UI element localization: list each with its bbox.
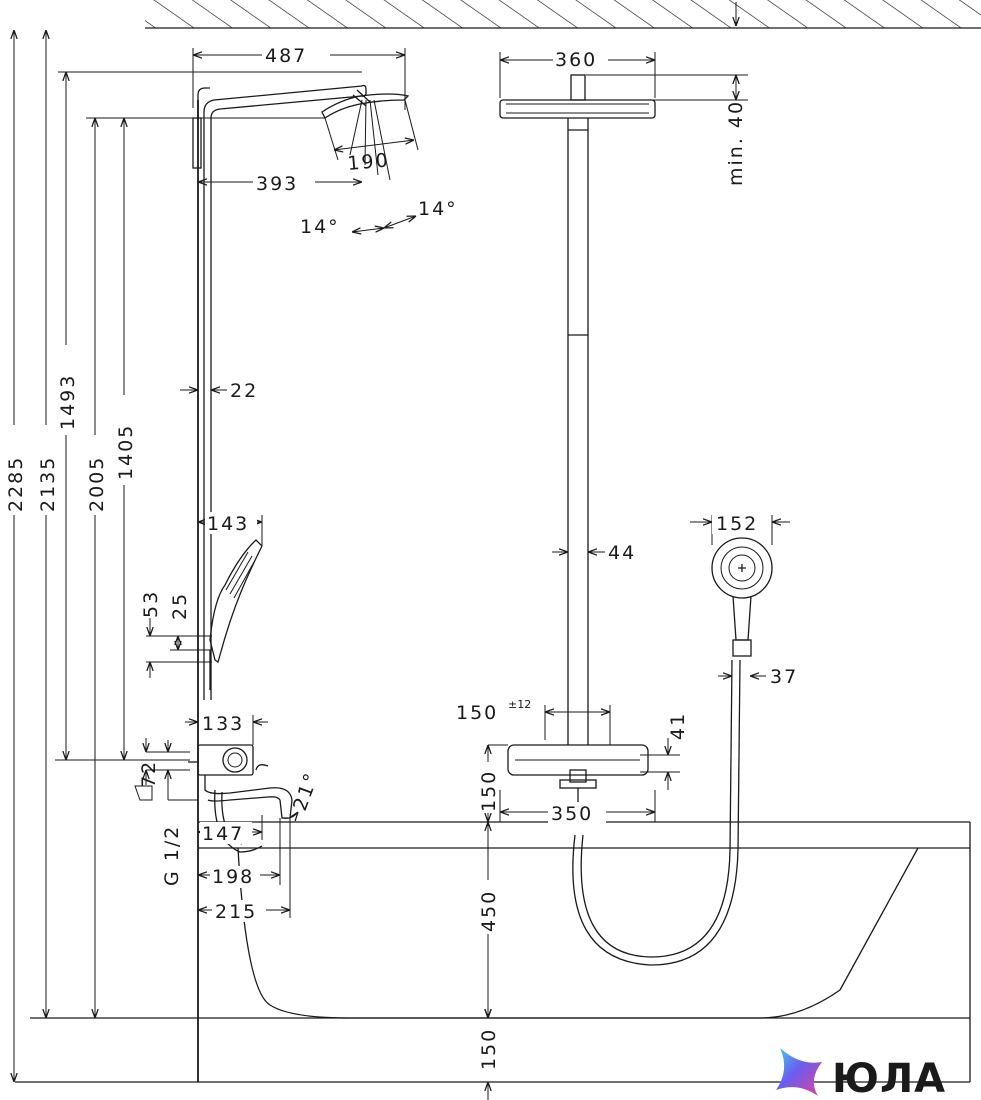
dim-190: 190 — [347, 149, 391, 175]
dim-angle-21: 21° — [289, 769, 323, 814]
dimension-lines — [14, 2, 790, 1100]
dim-487: 487 — [265, 45, 307, 67]
yula-star-logo-icon — [776, 1048, 822, 1096]
dim-41: 41 — [667, 712, 689, 740]
yula-logo: ЮЛА — [776, 1048, 946, 1100]
dim-44: 44 — [608, 542, 636, 564]
dim-angle-14-right: 14° — [418, 198, 458, 220]
dim-25: 25 — [169, 592, 191, 620]
dim-150-vertical: 150 — [478, 770, 500, 812]
dim-350: 350 — [551, 803, 593, 825]
dim-1493: 1493 — [57, 374, 79, 430]
dim-37: 37 — [770, 666, 798, 688]
dim-2285: 2285 — [5, 456, 27, 512]
dim-1405: 1405 — [115, 424, 137, 480]
dim-g-half: G 1/2 — [161, 825, 183, 886]
dim-22: 22 — [230, 380, 258, 402]
dim-72: 72 — [138, 760, 160, 788]
dim-2135: 2135 — [37, 456, 59, 512]
dim-133: 133 — [202, 713, 244, 735]
dim-198: 198 — [212, 866, 254, 888]
dim-450: 450 — [478, 890, 500, 932]
dim-152: 152 — [716, 513, 758, 535]
brand-name: ЮЛА — [832, 1056, 946, 1100]
dim-393: 393 — [256, 173, 298, 195]
side-view — [15, 84, 971, 1083]
dim-215: 215 — [215, 901, 257, 923]
dim-150-tolerance: 150 — [456, 702, 498, 724]
dim-147: 147 — [202, 823, 244, 845]
dim-360: 360 — [555, 49, 597, 71]
dim-143: 143 — [207, 513, 249, 535]
dim-150-bottom: 150 — [478, 1028, 500, 1070]
dim-min-40: min. 40 — [725, 100, 747, 186]
dim-53: 53 — [140, 590, 162, 618]
ceiling-hatch — [145, 0, 981, 29]
dimension-labels: 487 360 min. 40 190 393 14° 14° 22 2285 … — [4, 44, 798, 1074]
dim-tolerance: ±12 — [508, 698, 531, 711]
dim-2005: 2005 — [86, 456, 108, 512]
dim-angle-14-left: 14° — [300, 216, 340, 238]
